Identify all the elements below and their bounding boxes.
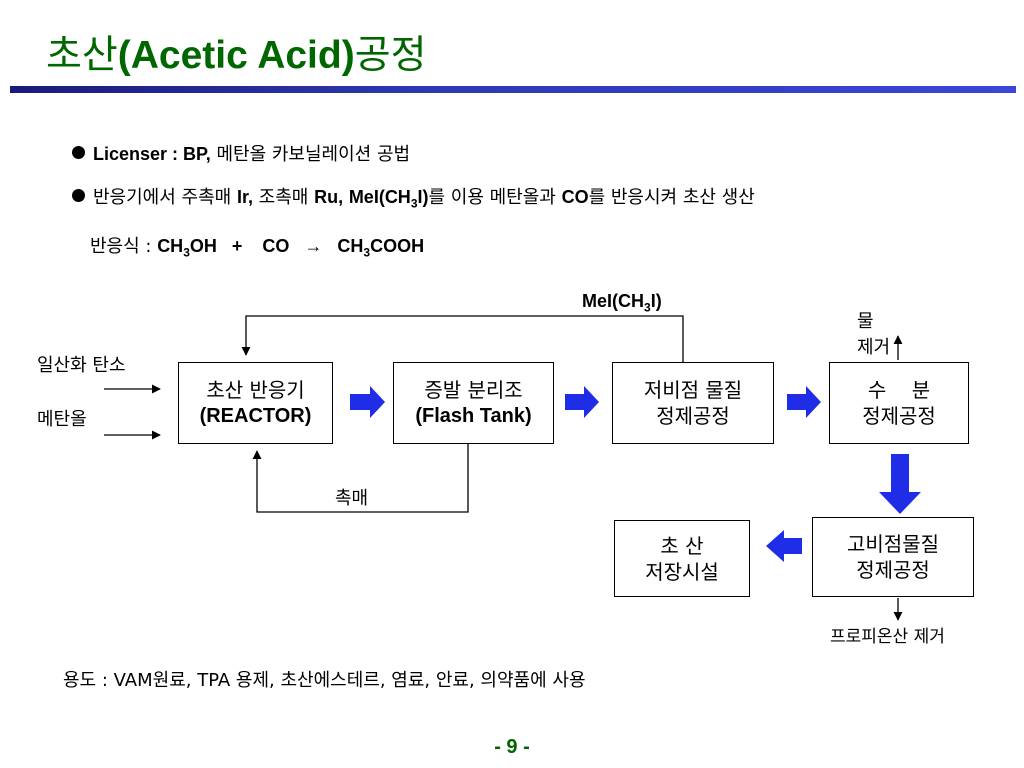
reaction-equation: 반응식 : CH3OH + CO → CH3COOH (90, 236, 425, 260)
catalyst-recycle-label: 촉매 (335, 488, 369, 509)
water-removal-label-1: 물 (857, 311, 874, 332)
low-boiling-purification-box: 저비점 물질 정제공정 (612, 362, 774, 444)
mei-recycle-label: MeI(CH3I) (582, 291, 662, 315)
flow-arrow-water-to-highboiling (879, 454, 921, 514)
high-boiling-purification-box: 고비점물질 정제공정 (812, 517, 974, 597)
bullet-licenser: Licenser : BP, 메탄올 카보닐레이션 공법 (72, 140, 410, 166)
flash-tank-box: 증발 분리조 (Flash Tank) (393, 362, 554, 444)
catalyst-recycle-line (252, 444, 469, 513)
propionic-removal-label: 프로피온산 제거 (830, 627, 945, 647)
title-underline-bar (10, 86, 1016, 93)
acetic-acid-storage-box: 초 산 저장시설 (614, 520, 750, 597)
water-removal-label-2: 제거 (857, 337, 891, 358)
bullet-dot-icon (72, 146, 85, 159)
page-title: 초산(Acetic Acid)공정 (46, 33, 427, 78)
flow-arrow-lowboiling-to-water (787, 386, 821, 418)
uses-text: 용도 : VAM원료, TPA 용제, 초산에스테르, 염료, 안료, 의약품에… (63, 670, 586, 691)
bullet-dot-icon (72, 189, 85, 202)
water-purification-box: 수 분 정제공정 (829, 362, 969, 444)
flow-arrow-reactor-to-flash (350, 386, 385, 418)
input-co-label: 일산화 탄소 (37, 355, 126, 376)
bullet-process: 반응기에서 주촉매 Ir, 조촉매 Ru, MeI(CH3I)를 이용 메탄올과… (72, 183, 755, 211)
page-number: - 9 - (494, 736, 530, 758)
flow-arrow-flash-to-lowboiling (565, 386, 599, 418)
flow-arrow-highboiling-to-storage (766, 530, 802, 562)
mei-recycle-line (241, 315, 684, 362)
input-methanol-label: 메탄올 (37, 409, 87, 430)
reactor-box: 초산 반응기 (REACTOR) (178, 362, 333, 444)
